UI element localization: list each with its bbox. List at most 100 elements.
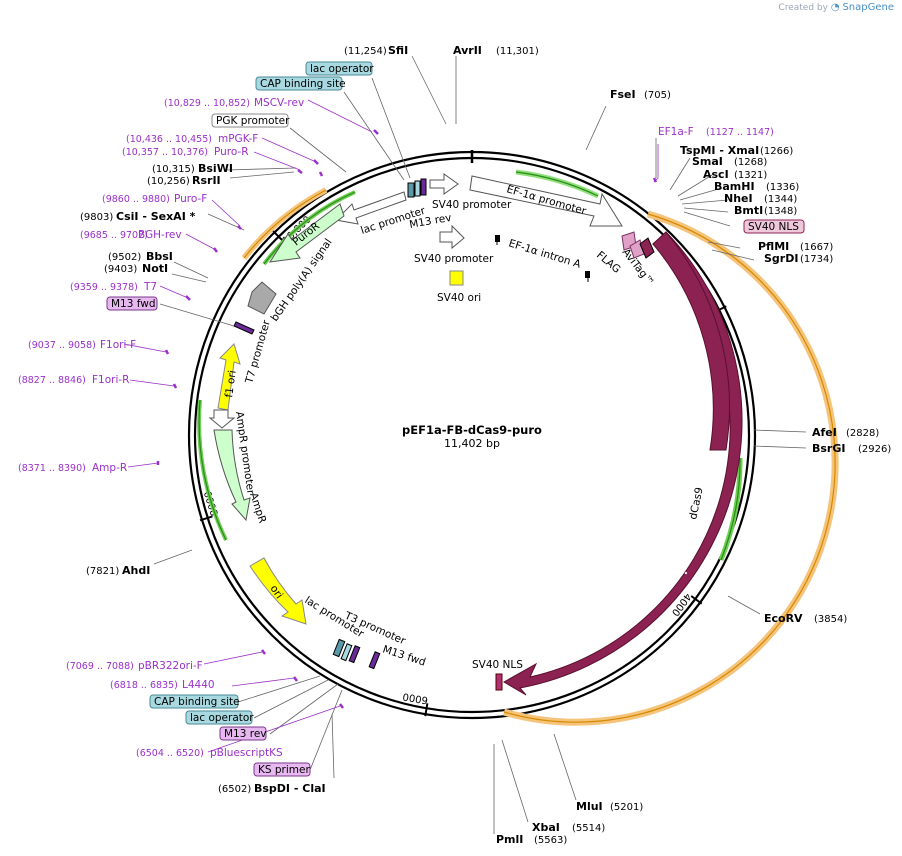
site-asci[interactable]: AscI(1321) xyxy=(703,168,767,181)
primer-marks xyxy=(156,129,658,709)
site-name: BsrGI xyxy=(812,442,845,455)
site-position: (1667) xyxy=(800,242,833,253)
primer-ef1a-f[interactable]: (1127 .. 1147)EF1a-F xyxy=(658,126,774,138)
site-position: (1321) xyxy=(734,170,767,181)
site-avrii[interactable]: AvrII(11,301) xyxy=(453,44,539,57)
site-name: SfiI xyxy=(388,44,408,57)
boxed-label-0[interactable]: lac operator xyxy=(305,61,374,76)
ampr-arrow[interactable] xyxy=(213,429,251,522)
site-bsiwi[interactable]: BsiWI(10,315) xyxy=(152,162,233,175)
primer-name: MSCV-rev xyxy=(254,97,304,109)
f1-ori-arrow[interactable] xyxy=(217,343,241,411)
boxed-label-8[interactable]: KS primer xyxy=(253,762,311,777)
primer-name: F1ori-F xyxy=(100,339,136,351)
label-sv40-promoter-inner: SV40 promoter xyxy=(414,253,494,265)
site-name: TspMI - XmaI xyxy=(680,144,759,157)
site-ahdi[interactable]: AhdI(7821) xyxy=(86,564,150,577)
orf-arcs xyxy=(197,169,839,726)
site-bsrgi[interactable]: BsrGI(2926) xyxy=(812,442,891,455)
boxed-label-4[interactable]: SV40 NLS xyxy=(743,219,805,234)
site-fsei[interactable]: FseI(705) xyxy=(610,88,671,101)
primer-amp-r[interactable]: (8371 .. 8390)Amp-R xyxy=(18,462,127,474)
sv40-promoter-inner-arrow[interactable] xyxy=(439,224,465,250)
site-name: NotI xyxy=(142,262,168,275)
site-mlui[interactable]: MluI(5201) xyxy=(576,800,643,813)
site-csii[interactable]: CsiI - SexAI *(9803) xyxy=(80,210,196,223)
site-sgrdi[interactable]: SgrDI(1734) xyxy=(764,252,833,265)
primer-pbr322ori-f[interactable]: (7069 .. 7088)pBR322ori-F xyxy=(66,660,203,672)
primer-pbluescriptks[interactable]: (6504 .. 6520) pBluescriptKS xyxy=(136,747,283,759)
primer-name: T7 xyxy=(143,281,157,293)
site-name: PflMI xyxy=(758,240,789,253)
primer-position: (6504 .. 6520) xyxy=(136,748,204,759)
site-nhei[interactable]: NheI(1344) xyxy=(724,192,797,205)
site-bmti[interactable]: BmtI(1348) xyxy=(734,204,797,217)
boxed-label-2[interactable]: PGK promoter xyxy=(211,113,290,128)
primer-bgh-rev[interactable]: (9685 .. 9702)BGH-rev xyxy=(80,229,182,241)
site-pmli[interactable]: PmlI(5563) xyxy=(496,833,567,846)
site-noti[interactable]: NotI(9403) xyxy=(104,262,168,275)
dcas9-feature[interactable]: dCas9 xyxy=(502,231,743,696)
boxed-label-7[interactable]: M13 rev xyxy=(219,726,267,741)
primer-name: L4440 xyxy=(182,679,215,691)
primer-l4440[interactable]: (6818 .. 6835)L4440 xyxy=(110,679,215,691)
primer-name: BGH-rev xyxy=(138,229,182,241)
sv40-promoter-top-arrow[interactable] xyxy=(429,173,459,195)
primer-f1ori-f[interactable]: (9037 .. 9058)F1ori-F xyxy=(28,339,136,351)
boxed-label-1[interactable]: CAP binding site xyxy=(255,76,346,91)
label-box xyxy=(255,76,343,91)
ori-arrow[interactable] xyxy=(249,557,307,625)
branding-prefix: Created by xyxy=(778,3,828,13)
site-ecorv[interactable]: EcoRV(3854) xyxy=(764,612,847,625)
t7-promoter-box[interactable] xyxy=(233,321,255,335)
site-bamhi[interactable]: BamHI(1336) xyxy=(714,180,799,193)
label-text: CAP binding site xyxy=(260,78,346,90)
puror-arrow[interactable] xyxy=(268,203,345,263)
label-f1-ori: f1 ori xyxy=(223,370,239,399)
lac-promoter-top-arrow[interactable] xyxy=(334,191,407,225)
leader-lines xyxy=(153,55,807,834)
label-sv40-promoter-top: SV40 promoter xyxy=(432,199,512,211)
inner-features: SV40 promoter SV40 ori EF-1α intron A FL… xyxy=(414,224,656,304)
site-xbai[interactable]: XbaI(5514) xyxy=(532,821,605,834)
ef1a-promoter-arrow[interactable] xyxy=(469,175,623,227)
site-bspdi[interactable]: BspDI - ClaI(6502) xyxy=(218,782,326,795)
site-name: PmlI xyxy=(496,833,523,846)
site-pflmi[interactable]: PflMI (1667) xyxy=(758,240,833,253)
primer-name: Puro-R xyxy=(214,146,249,158)
primer-name: pBR322ori-F xyxy=(138,660,203,672)
label-dcas9: dCas9 xyxy=(687,486,706,520)
primer-puro-r[interactable]: (10,357 .. 10,376)Puro-R xyxy=(122,146,249,158)
primer-mpgk-f[interactable]: (10,436 .. 10,455)mPGK-F xyxy=(126,133,258,145)
boxed-label-3[interactable]: M13 fwd xyxy=(106,296,158,311)
bgh-polya-box[interactable] xyxy=(247,281,277,315)
site-afei[interactable]: AfeI(2828) xyxy=(812,426,879,439)
label-box xyxy=(211,113,289,128)
site-rsrii[interactable]: RsrII(10,256) xyxy=(147,174,221,187)
primer-position: (9359 .. 9378) xyxy=(70,282,138,293)
primer-f1ori-r[interactable]: (8827 .. 8846)F1ori-R xyxy=(18,374,129,386)
site-bbsi[interactable]: BbsI(9502) xyxy=(108,250,173,263)
sv40-nls-top-box[interactable] xyxy=(639,237,655,259)
bottom-cluster: lac promoter T3 promoter M13 fwd xyxy=(302,594,427,670)
boxed-label-5[interactable]: CAP binding site xyxy=(149,694,240,709)
sv40-ori-box[interactable] xyxy=(449,270,464,286)
plasmid-length: 11,402 bp xyxy=(444,437,500,450)
label-box xyxy=(219,726,267,741)
ampr-promoter-arrow[interactable] xyxy=(208,409,236,429)
site-tspmi[interactable]: TspMI - XmaI(1266) xyxy=(680,144,793,157)
site-smai[interactable]: SmaI(1268) xyxy=(692,155,767,168)
primer-mscv-rev[interactable]: (10,829 .. 10,852)MSCV-rev xyxy=(164,97,304,109)
primer-position: (8371 .. 8390) xyxy=(18,463,86,474)
site-sfii[interactable]: SfiI(11,254) xyxy=(344,44,408,57)
label-sv40-nls-inner: SV40 NLS xyxy=(472,659,523,671)
label-box xyxy=(106,296,158,311)
primer-t7[interactable]: (9359 .. 9378) T7 xyxy=(70,281,157,293)
boxed-label-6[interactable]: lac operator xyxy=(185,710,254,725)
primer-position: (9685 .. 9702) xyxy=(80,230,148,241)
cap-site-bottom-box xyxy=(332,638,346,658)
primer-name: pBluescriptKS xyxy=(210,747,283,759)
primer-puro-f[interactable]: (9860 .. 9880)Puro-F xyxy=(102,193,207,205)
label-text: lac operator xyxy=(310,63,374,75)
